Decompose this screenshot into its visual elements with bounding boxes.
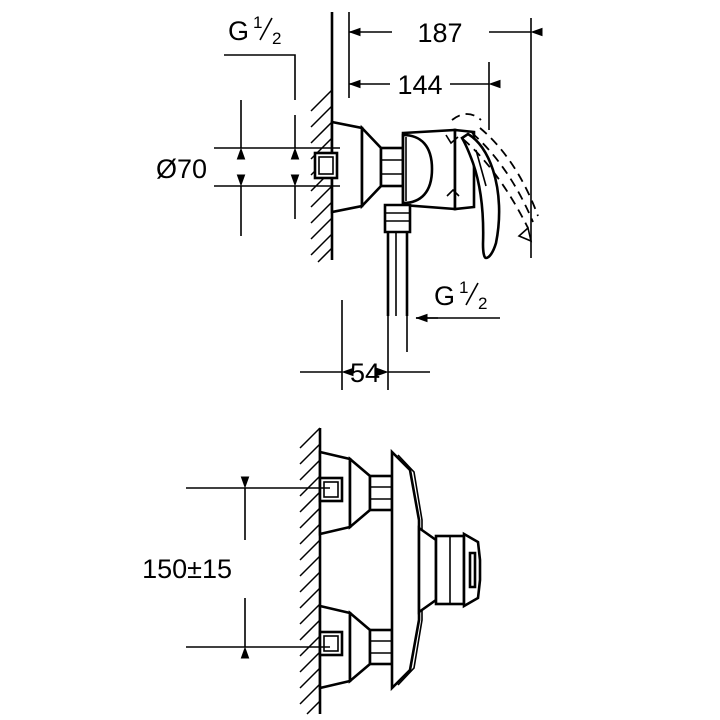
mixer-body-bottom-view bbox=[390, 448, 482, 692]
thread-upper-denominator: 2 bbox=[272, 29, 281, 48]
dimension-54-label: 54 bbox=[350, 358, 380, 388]
dimension-144: 144 bbox=[348, 62, 501, 130]
thread-upper-numerator: 1 bbox=[253, 13, 262, 32]
thread-lower-numerator: 1 bbox=[459, 278, 468, 297]
wall-top-view bbox=[310, 12, 334, 263]
inlet-union-top-view bbox=[313, 151, 339, 180]
dimension-54: 54 bbox=[300, 300, 430, 390]
dimension-diameter-70-label: Ø70 bbox=[156, 154, 207, 184]
dimension-150: 150±15 bbox=[142, 476, 330, 659]
wall-hatching-bottom bbox=[299, 427, 321, 715]
lever-handle-raised-dashed bbox=[451, 113, 539, 243]
lower-inlet-assembly bbox=[318, 604, 394, 690]
bottom-view-group: 150±15 bbox=[142, 427, 482, 715]
dimension-diameter-70: Ø70 bbox=[156, 100, 340, 236]
upper-inlet-assembly bbox=[318, 450, 394, 536]
body-detail-strokes bbox=[445, 134, 460, 197]
dimension-150-label: 150±15 bbox=[142, 554, 232, 584]
thread-lower-prefix: G bbox=[434, 281, 455, 311]
lever-handle-top-view bbox=[460, 132, 501, 260]
annotation-thread-lower: G 1 2 bbox=[415, 278, 500, 323]
escutcheon-top-view bbox=[330, 120, 383, 214]
wall-bottom-view bbox=[299, 427, 322, 715]
thread-upper-prefix: G bbox=[228, 16, 249, 46]
dimension-144-label: 144 bbox=[397, 70, 442, 100]
dimension-187-label: 187 bbox=[417, 18, 462, 48]
annotation-thread-upper: G 1 2 bbox=[224, 13, 296, 100]
top-view-group: 187 144 Ø70 G 1 2 bbox=[156, 12, 543, 390]
thread-lower-denominator: 2 bbox=[478, 294, 487, 313]
union-collar-top-view bbox=[379, 146, 405, 188]
